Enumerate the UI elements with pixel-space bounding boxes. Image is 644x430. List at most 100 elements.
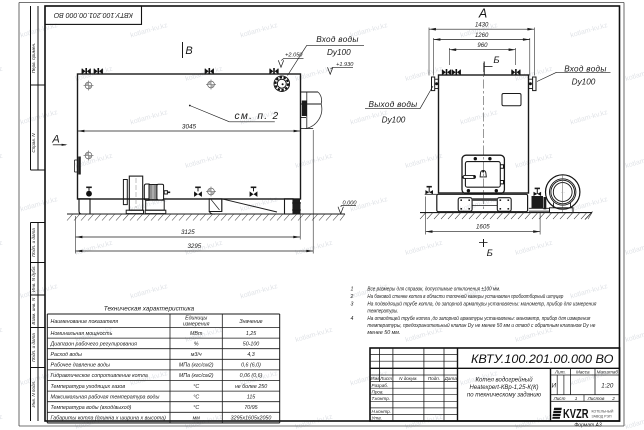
svg-text:Диапазон рабочего регулировани: Диапазон рабочего регулирования [50, 341, 138, 347]
svg-text:КОТЕЛЬНЫЙ: КОТЕЛЬНЫЙ [592, 409, 614, 413]
svg-text:Б: Б [493, 55, 499, 66]
svg-text:см. п. 2: см. п. 2 [234, 111, 279, 122]
svg-text:Температура воды (вход/выход): Температура воды (вход/выход) [51, 405, 132, 411]
svg-text:температуры, предохранительный: температуры, предохранительный клапан Dу… [367, 322, 595, 329]
svg-text:мм: мм [193, 416, 201, 422]
svg-text:Утв.: Утв. [372, 416, 382, 421]
svg-text:ЗАВОД РЭП: ЗАВОД РЭП [592, 414, 613, 418]
svg-text:N докум.: N докум. [399, 376, 418, 381]
svg-text:Гидравлическое сопротивление к: Гидравлическое сопротивление котла [51, 373, 148, 379]
svg-text:1,25: 1,25 [246, 331, 256, 337]
svg-text:Наименование показателя: Наименование показателя [51, 319, 119, 325]
svg-text:50-100: 50-100 [243, 341, 260, 347]
svg-text:Н.контр.: Н.контр. [372, 409, 391, 414]
svg-text:°С: °С [193, 394, 199, 400]
svg-text:КВТУ.100.201.00.000 ВО: КВТУ.100.201.00.000 ВО [53, 11, 133, 18]
svg-text:Единицы: Единицы [185, 316, 207, 322]
svg-text:KVZR: KVZR [563, 407, 589, 421]
svg-text:Разраб.: Разраб. [372, 383, 389, 388]
svg-text:4: 4 [351, 316, 354, 322]
svg-text:Инв. N подл.: Инв. N подл. [31, 381, 36, 408]
svg-text:Листов: Листов [587, 396, 605, 401]
svg-text:2: 2 [611, 396, 615, 401]
svg-text:по техническому заданию: по техническому заданию [467, 392, 542, 398]
svg-text:°С: °С [193, 384, 199, 390]
svg-text:Справ. N: Справ. N [31, 133, 36, 153]
svg-text:А: А [478, 7, 487, 21]
svg-text:Техническая характеристика: Техническая характеристика [104, 306, 195, 313]
svg-text:Взам. инв. N: Взам. инв. N [31, 297, 36, 324]
svg-text:Дата: Дата [444, 376, 458, 381]
svg-text:%: % [194, 341, 199, 347]
svg-text:КВТУ.100.201.00.000 ВО: КВТУ.100.201.00.000 ВО [471, 354, 614, 366]
svg-text:Пров.: Пров. [372, 390, 384, 395]
svg-text:Расход воды: Расход воды [51, 352, 82, 358]
svg-text:1605: 1605 [476, 224, 490, 231]
svg-text:Инв. N дубл.: Инв. N дубл. [31, 265, 36, 292]
svg-text:Т.контр.: Т.контр. [372, 396, 391, 401]
svg-text:В: В [185, 45, 192, 57]
svg-text:Масса: Масса [576, 369, 590, 374]
svg-text:Heatexpert-КВр-1,25-К(К): Heatexpert-КВр-1,25-К(К) [470, 385, 539, 391]
svg-text:Вход воды: Вход воды [564, 64, 606, 73]
svg-text:И: И [552, 383, 557, 390]
svg-text:МПа (кгс/см2): МПа (кгс/см2) [179, 373, 214, 379]
svg-text:Все размеры для справок, допус: Все размеры для справок, допустимые откл… [367, 287, 500, 293]
svg-text:···: ··· [561, 190, 565, 195]
svg-text:115: 115 [247, 394, 255, 400]
svg-text:3295х1605х2050: 3295х1605х2050 [231, 416, 272, 422]
svg-text:Лист: Лист [379, 376, 392, 381]
svg-text:2: 2 [350, 294, 354, 300]
svg-text:Выход воды: Выход воды [368, 100, 417, 109]
svg-text:Dy100: Dy100 [382, 115, 406, 124]
svg-text:3045: 3045 [182, 123, 197, 130]
svg-text:Перв. примен.: Перв. примен. [31, 43, 36, 74]
svg-text:1:20: 1:20 [601, 383, 614, 390]
svg-text:менее 50 мм.: менее 50 мм. [367, 330, 400, 336]
svg-text:1: 1 [351, 287, 354, 293]
svg-text:3125: 3125 [181, 229, 195, 236]
svg-text:На отводящей трубе котла ,до з: На отводящей трубе котла ,до запорной ар… [367, 315, 590, 322]
svg-text:А: А [51, 134, 59, 146]
svg-text:Подп.: Подп. [428, 376, 440, 381]
svg-text:Подп. и дата: Подп. и дата [31, 228, 36, 257]
svg-text:Подп. и дата: Подп. и дата [31, 333, 36, 362]
svg-text:1260: 1260 [475, 33, 489, 39]
svg-text:0.000: 0.000 [343, 200, 358, 206]
svg-text:Вход воды: Вход воды [316, 35, 358, 44]
svg-text:Рабочее давление воды: Рабочее давление воды [51, 363, 110, 369]
svg-text:МПа (кгс/см2): МПа (кгс/см2) [179, 363, 214, 369]
svg-text:1: 1 [575, 396, 578, 401]
svg-text:+1.930: +1.930 [336, 62, 354, 68]
svg-text:м3/ч: м3/ч [191, 352, 202, 358]
svg-text:измерения: измерения [183, 322, 210, 328]
svg-text:температуры.: температуры. [367, 309, 398, 315]
svg-text:Dy100: Dy100 [327, 48, 351, 57]
svg-text:Изм: Изм [370, 376, 379, 381]
svg-text:Dy100: Dy100 [572, 77, 596, 86]
svg-text:Формат А3: Формат А3 [574, 422, 602, 428]
svg-text:0,6 (6,0): 0,6 (6,0) [241, 363, 261, 369]
svg-text:Б: Б [487, 248, 493, 259]
svg-text:+2.050: +2.050 [285, 53, 303, 59]
svg-text:Масштаб: Масштаб [597, 369, 619, 374]
svg-text:Котел водогрейный: Котел водогрейный [475, 376, 533, 383]
svg-text:Максимальная рабочая температу: Максимальная рабочая температура воды [51, 394, 160, 400]
svg-text:4,3: 4,3 [247, 352, 254, 358]
svg-text:0,06 (0,6): 0,06 (0,6) [240, 373, 263, 379]
svg-text:Значение: Значение [239, 319, 262, 325]
svg-text:не более 250: не более 250 [235, 384, 267, 390]
svg-text:Лист: Лист [553, 396, 566, 401]
svg-text:°С: °С [193, 405, 199, 411]
svg-text:3: 3 [351, 302, 354, 308]
svg-text:1430: 1430 [475, 23, 489, 29]
svg-text:960: 960 [477, 43, 488, 49]
svg-text:3295: 3295 [187, 243, 201, 250]
svg-text:Температура уходящих газов: Температура уходящих газов [51, 384, 126, 390]
svg-text:70/95: 70/95 [244, 405, 257, 411]
svg-text:Габариты котла (длинна х ширин: Габариты котла (длинна х ширина х высота… [51, 416, 167, 422]
svg-text:Номинальная мощность: Номинальная мощность [51, 331, 113, 337]
svg-text:На подводящий трубе котла, д: На подводящий трубе котла, до запорной а… [367, 301, 596, 308]
svg-text:Лит.: Лит. [554, 369, 566, 374]
svg-text:На боковой стенке котла в обла: На боковой стенке котла в области топочн… [367, 293, 563, 300]
